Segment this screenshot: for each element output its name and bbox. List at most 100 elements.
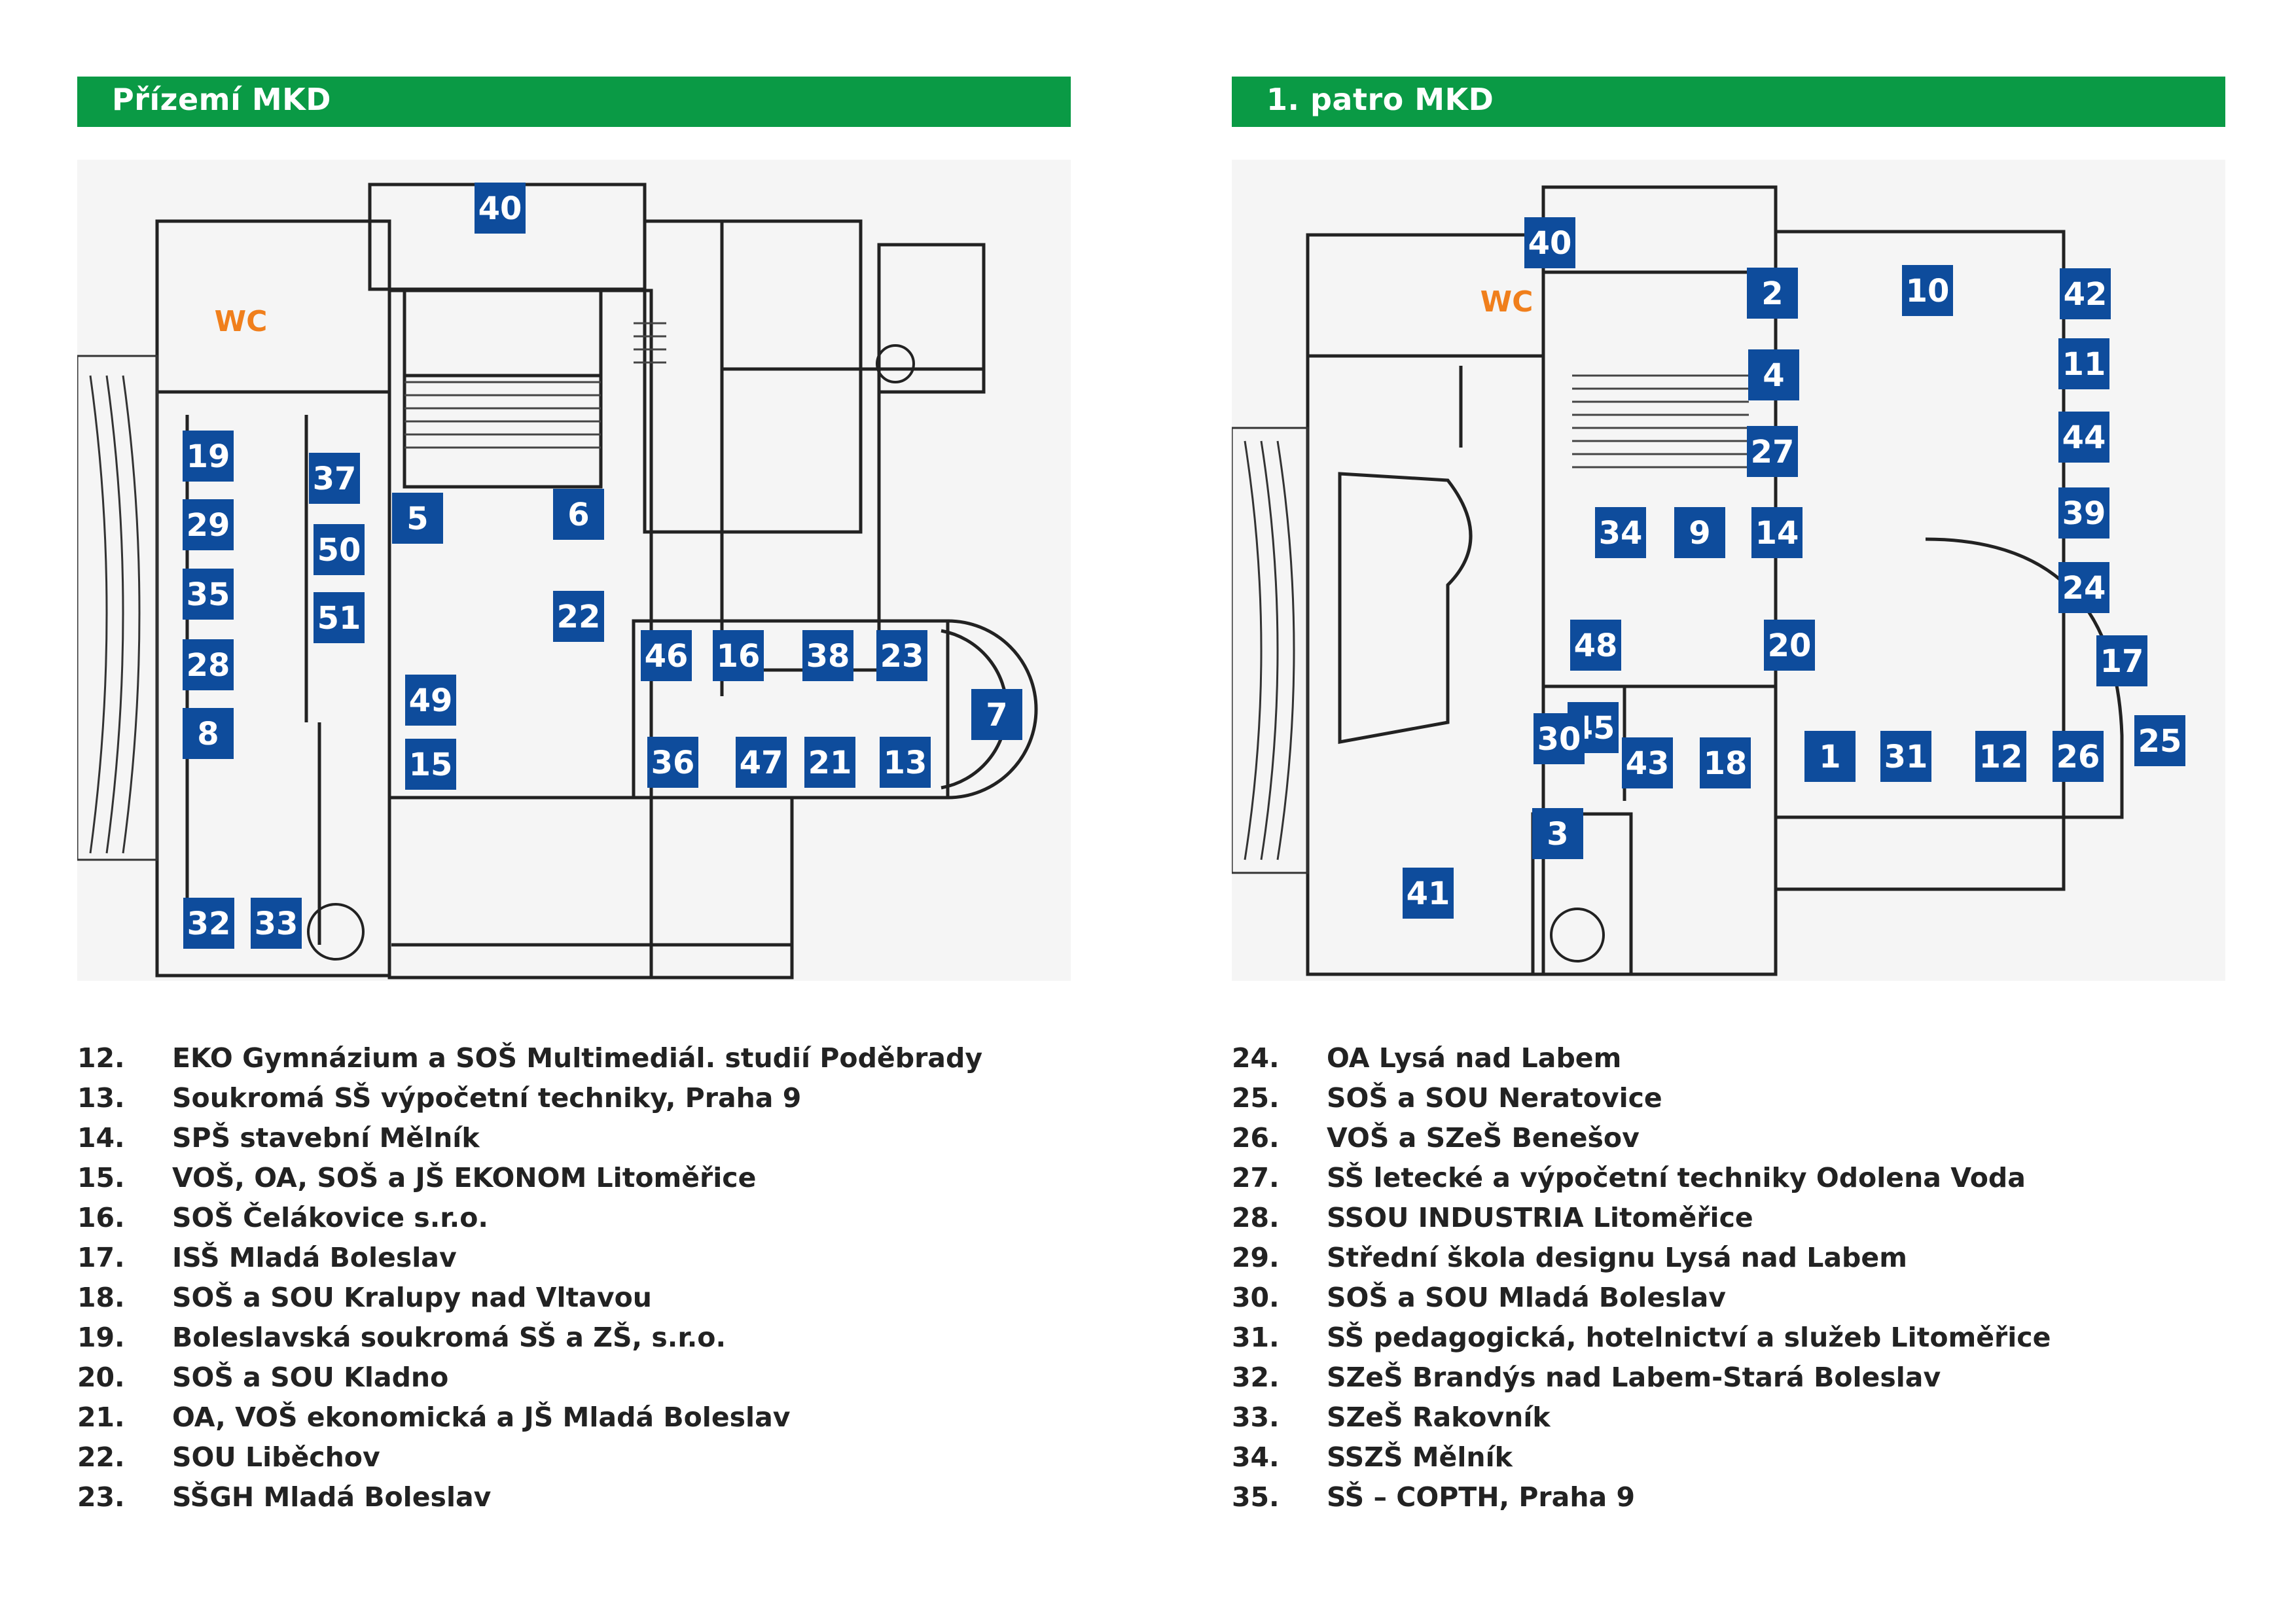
legend-item: 35.SŠ – COPTH, Praha 9 xyxy=(1232,1481,2200,1521)
legend-number: 30. xyxy=(1232,1282,1280,1313)
first-floor-panel: 1. patro MKD xyxy=(1155,0,2225,1624)
stand-marker-46[interactable]: 46 xyxy=(641,630,692,681)
stand-marker-4[interactable]: 4 xyxy=(1748,349,1799,400)
stand-marker-17[interactable]: 17 xyxy=(2096,635,2147,686)
stand-marker-37[interactable]: 37 xyxy=(309,453,360,504)
stand-number: 42 xyxy=(2064,276,2108,313)
stand-marker-3[interactable]: 3 xyxy=(1532,808,1583,859)
stand-number: 16 xyxy=(717,638,761,675)
legend-number: 25. xyxy=(1232,1082,1280,1114)
stand-marker-1[interactable]: 1 xyxy=(1804,731,1856,782)
stand-marker-26[interactable]: 26 xyxy=(2053,731,2104,782)
legend-item: 14.SPŠ stavební Mělník xyxy=(77,1122,1046,1162)
floor-header: 1. patro MKD xyxy=(1232,77,2225,127)
stand-marker-48[interactable]: 48 xyxy=(1570,620,1621,671)
stand-marker-18[interactable]: 18 xyxy=(1700,737,1751,788)
stand-marker-43[interactable]: 43 xyxy=(1622,737,1673,788)
legend-item: 18.SOŠ a SOU Kralupy nad Vltavou xyxy=(77,1282,1046,1322)
spiral-stair-icon xyxy=(1550,908,1605,962)
stand-marker-35[interactable]: 35 xyxy=(183,569,234,620)
stand-marker-7[interactable]: 7 xyxy=(971,689,1022,740)
stand-marker-49[interactable]: 49 xyxy=(405,675,456,726)
stand-number: 13 xyxy=(884,745,927,781)
stand-marker-21[interactable]: 21 xyxy=(804,737,855,788)
legend-school-name: SOŠ Čelákovice s.r.o. xyxy=(172,1202,488,1233)
legend-item: 22.SOU Liběchov xyxy=(77,1441,1046,1481)
stand-number: 1 xyxy=(1819,739,1840,775)
stand-marker-31[interactable]: 31 xyxy=(1880,731,1931,782)
stand-marker-39[interactable]: 39 xyxy=(2058,487,2109,538)
stand-number: 10 xyxy=(1906,273,1950,309)
stand-marker-10[interactable]: 10 xyxy=(1902,265,1953,316)
stand-number: 30 xyxy=(1537,721,1581,758)
stand-number: 47 xyxy=(740,745,783,781)
stand-marker-38[interactable]: 38 xyxy=(802,630,853,681)
stand-marker-9[interactable]: 9 xyxy=(1674,507,1725,558)
stand-number: 26 xyxy=(2056,739,2100,775)
stand-marker-2[interactable]: 2 xyxy=(1747,268,1798,319)
stand-marker-41[interactable]: 41 xyxy=(1403,868,1454,919)
svg-text:WC: WC xyxy=(215,305,268,338)
stand-marker-5[interactable]: 5 xyxy=(392,493,443,544)
stand-number: 40 xyxy=(478,190,522,227)
stand-number: 27 xyxy=(1751,434,1795,470)
stand-number: 36 xyxy=(651,745,695,781)
stand-marker-32[interactable]: 32 xyxy=(183,898,234,949)
stand-marker-12[interactable]: 12 xyxy=(1975,731,2026,782)
stand-marker-19[interactable]: 19 xyxy=(183,431,234,482)
stand-marker-42[interactable]: 42 xyxy=(2060,268,2111,319)
legend-list: 12.EKO Gymnázium a SOŠ Multimediál. stud… xyxy=(77,1042,1046,1521)
legend-item: 28.SSOU INDUSTRIA Litoměřice xyxy=(1232,1202,2200,1242)
stand-marker-27[interactable]: 27 xyxy=(1747,426,1798,477)
legend-number: 14. xyxy=(77,1122,125,1154)
stand-marker-28[interactable]: 28 xyxy=(183,639,234,690)
stand-marker-25[interactable]: 25 xyxy=(2134,715,2185,766)
stand-marker-29[interactable]: 29 xyxy=(183,499,234,550)
stand-number: 41 xyxy=(1407,875,1450,912)
stand-number: 7 xyxy=(986,697,1007,733)
legend-item: 20.SOŠ a SOU Kladno xyxy=(77,1362,1046,1402)
stand-marker-34[interactable]: 34 xyxy=(1595,507,1646,558)
stand-number: 46 xyxy=(645,638,689,675)
stand-marker-40[interactable]: 40 xyxy=(1524,217,1575,268)
stand-marker-8[interactable]: 8 xyxy=(183,708,234,759)
legend-school-name: ISŠ Mladá Boleslav xyxy=(172,1242,457,1273)
stand-marker-20[interactable]: 20 xyxy=(1764,620,1815,671)
stand-marker-14[interactable]: 14 xyxy=(1751,507,1803,558)
stand-number: 38 xyxy=(806,638,850,675)
stand-marker-47[interactable]: 47 xyxy=(736,737,787,788)
stand-marker-23[interactable]: 23 xyxy=(876,630,927,681)
legend-number: 33. xyxy=(1232,1402,1280,1433)
stand-marker-24[interactable]: 24 xyxy=(2058,562,2109,613)
stand-number: 9 xyxy=(1689,515,1710,552)
stand-number: 33 xyxy=(255,906,298,942)
legend-number: 23. xyxy=(77,1481,125,1513)
floor-title: Přízemí MKD xyxy=(112,82,331,117)
stand-marker-51[interactable]: 51 xyxy=(314,592,365,643)
stand-number: 34 xyxy=(1599,515,1643,552)
stand-marker-6[interactable]: 6 xyxy=(553,489,604,540)
stand-marker-16[interactable]: 16 xyxy=(713,630,764,681)
legend-school-name: SOŠ a SOU Kladno xyxy=(172,1362,449,1393)
stand-number: 32 xyxy=(187,906,231,942)
stand-number: 12 xyxy=(1979,739,2023,775)
stand-marker-44[interactable]: 44 xyxy=(2058,412,2109,463)
stand-marker-15[interactable]: 15 xyxy=(405,739,456,790)
legend-item: 19.Boleslavská soukromá SŠ a ZŠ, s.r.o. xyxy=(77,1322,1046,1362)
stand-marker-40[interactable]: 40 xyxy=(475,183,526,234)
legend-school-name: Soukromá SŠ výpočetní techniky, Praha 9 xyxy=(172,1082,802,1114)
stand-marker-13[interactable]: 13 xyxy=(880,737,931,788)
stand-number: 50 xyxy=(317,532,361,569)
stand-marker-22[interactable]: 22 xyxy=(553,591,604,642)
stand-marker-50[interactable]: 50 xyxy=(314,524,365,575)
stand-marker-30[interactable]: 30 xyxy=(1534,713,1585,764)
spiral-stair-icon xyxy=(876,344,915,383)
legend-school-name: SSOU INDUSTRIA Litoměřice xyxy=(1327,1202,1753,1233)
stand-marker-11[interactable]: 11 xyxy=(2058,338,2109,389)
stand-number: 35 xyxy=(187,576,230,613)
legend-item: 17.ISŠ Mladá Boleslav xyxy=(77,1242,1046,1282)
stand-marker-33[interactable]: 33 xyxy=(251,898,302,949)
stand-marker-36[interactable]: 36 xyxy=(647,737,698,788)
legend-school-name: EKO Gymnázium a SOŠ Multimediál. studií … xyxy=(172,1042,983,1074)
